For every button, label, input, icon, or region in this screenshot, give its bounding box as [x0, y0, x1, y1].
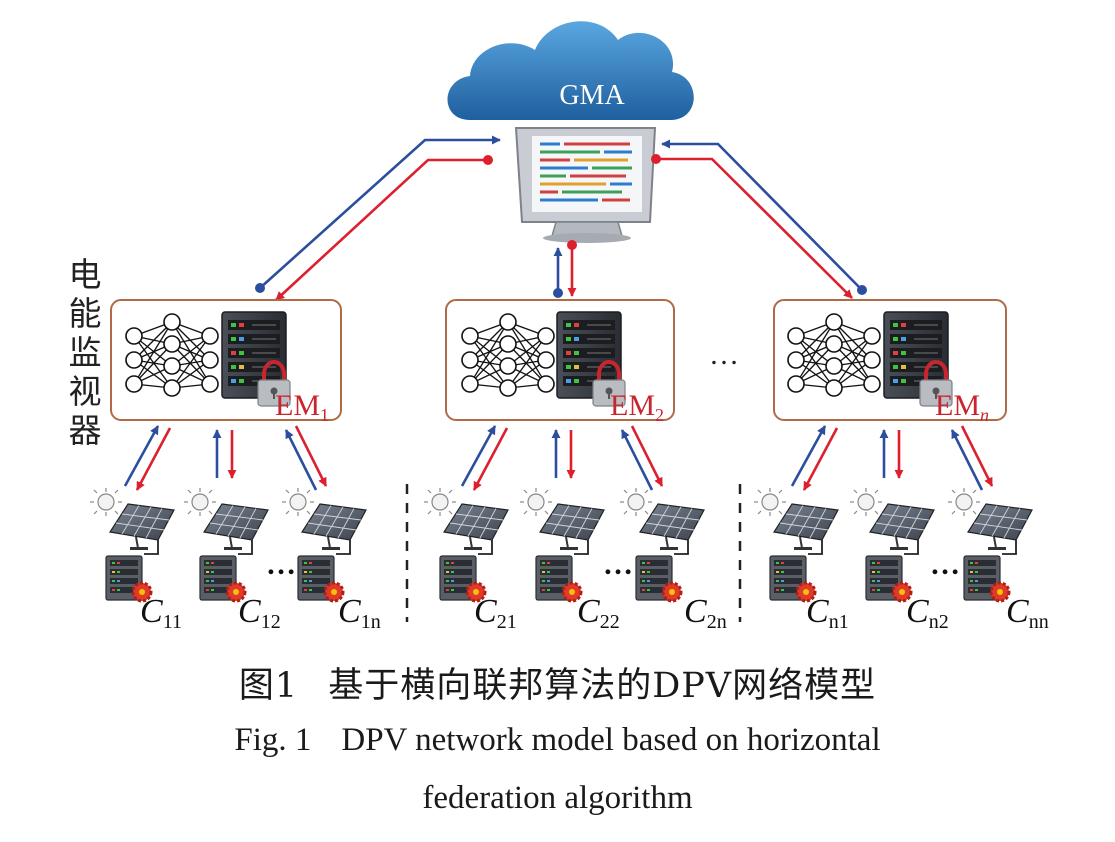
gma-label: GMA [559, 80, 625, 111]
client-label-2n: C2n [684, 593, 727, 633]
monitor-box-n: EMn [773, 299, 1007, 425]
monitor-ellipsis: … [709, 338, 739, 371]
side-label-char: 能 [68, 294, 102, 333]
solar-client-icon [618, 486, 706, 603]
solar-client-icon [848, 486, 936, 603]
monitor-label-2: EM2 [610, 389, 664, 425]
gma-cloud: GMA [447, 21, 694, 120]
client-label-1n: C1n [338, 593, 381, 633]
monitor-box-2: EM2 [445, 299, 675, 425]
caption-chinese: 图1 基于横向联邦算法的DPV网络模型 [0, 657, 1115, 708]
gma-monitor-icon [514, 127, 657, 243]
solar-client-icon [422, 486, 510, 603]
client-dots-n: … [930, 548, 960, 581]
client-icons [88, 486, 1034, 603]
side-label-char: 器 [68, 411, 102, 450]
caption-zh-number: 图1 [238, 666, 299, 706]
monitor-label-1: EM1 [275, 389, 329, 425]
caption-english-line2: federation algorithm [0, 780, 1115, 817]
side-label-char: 视 [68, 372, 102, 411]
caption-en-number: Fig. 1 [234, 722, 312, 758]
side-label-char: 监 [68, 333, 102, 372]
solar-client-icon [182, 486, 270, 603]
monitor-box-1: EM1 [110, 299, 342, 425]
client-label-11: C11 [140, 593, 182, 633]
caption-en-text-2: federation algorithm [422, 780, 693, 816]
client-dots-2: … [603, 548, 633, 581]
caption-english-line1: Fig. 1 DPV network model based on horizon… [0, 722, 1115, 759]
client-label-n1: Cn1 [806, 593, 849, 633]
solar-client-icon [88, 486, 176, 603]
client-label-12: C12 [238, 593, 281, 633]
arrow-em1-to-gma [259, 135, 501, 289]
arrow-emn-to-gma [661, 139, 863, 291]
monitor-label-n: EMn [935, 389, 989, 425]
top-arrows [255, 135, 867, 301]
client-label-22: C22 [577, 593, 620, 633]
client-label-21: C21 [474, 593, 517, 633]
arrow-gma-to-em1 [275, 158, 488, 301]
client-label-nn: Cnn [1006, 593, 1049, 633]
solar-client-icon [946, 486, 1034, 603]
arrow-gma-to-emn [656, 157, 853, 299]
solar-client-icon [518, 486, 606, 603]
caption-en-text-1: DPV network model based on horizontal [341, 722, 881, 758]
client-dots-1: … [266, 548, 296, 581]
client-label-n2: Cn2 [906, 593, 949, 633]
side-label-char: 电 [68, 255, 102, 294]
side-label-vertical: 电 能 监 视 器 [62, 255, 108, 450]
caption-zh-text: 基于横向联邦算法的DPV网络模型 [328, 666, 877, 706]
lower-arrows [123, 425, 994, 491]
solar-client-icon [752, 486, 840, 603]
solar-client-icon [280, 486, 368, 603]
